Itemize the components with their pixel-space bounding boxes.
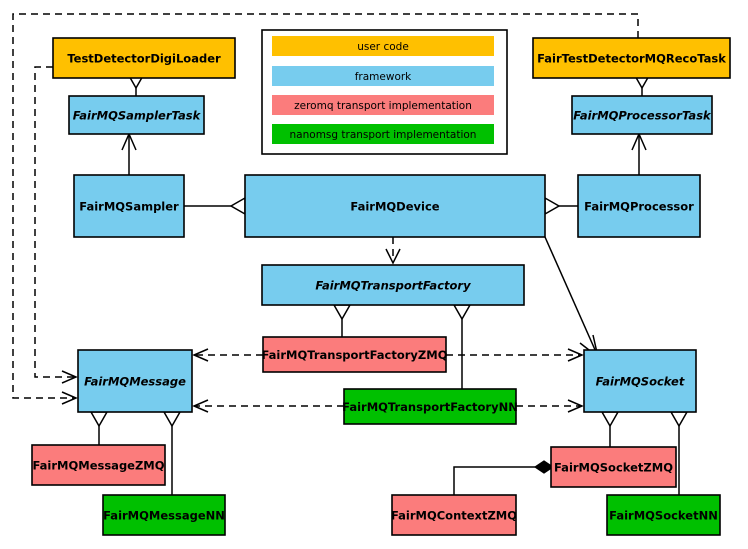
class-box-fill [262,336,447,373]
class-box-FairMQDevice[interactable]: FairMQDevice [244,174,546,238]
edge-socketzmq-generalization [600,411,620,447]
class-box-label: FairMQSampler [79,200,179,214]
class-box-label: FairMQSamplerTask [73,109,202,123]
class-box-FairMQSocketNN[interactable]: FairMQSocketNN [606,494,721,536]
class-box-label: FairMQMessageNN [103,509,225,523]
class-box-fill [52,37,236,79]
legend-label-nanomsg: nanomsg transport implementation [290,129,477,141]
class-box-fill [68,95,205,135]
legend-label-user-code: user code [357,41,409,53]
edge-sampler-generalization [184,196,246,216]
class-box-fill [532,37,731,79]
edge-tfnn-generalization [452,304,472,389]
edge-sampler-to-samplertask [121,132,137,175]
edge-device-to-socket [544,236,600,359]
class-box-label: FairMQMessageZMQ [32,459,164,473]
class-box-label: FairMQContextZMQ [391,509,517,523]
node-layer: TestDetectorDigiLoader FairTestDetectorMQ… [31,37,731,536]
edge-tfnn-to-socket [516,399,584,413]
class-box-label: FairMQTransportFactory [315,279,471,293]
class-box-fill [73,174,185,238]
class-box-label: FairMQDevice [350,200,439,214]
class-box-FairMQSocketZMQ[interactable]: FairMQSocketZMQ [550,446,677,488]
edge-recotask-to-message [12,13,639,405]
legend: user code framework zeromq transport imp… [261,29,508,155]
class-box-fill [391,494,517,536]
edge-processor-generalization [544,196,578,216]
edge-contextzmq-composition [453,460,555,495]
class-box-FairTestDetectorMQRecoTask[interactable]: FairTestDetectorMQRecoTask [532,37,731,79]
legend-swatch-zeromq [272,95,494,115]
class-box-FairMQContextZMQ[interactable]: FairMQContextZMQ [391,494,517,536]
edge-messagezmq-generalization [89,411,109,445]
legend-label-zeromq: zeromq transport implementation [294,100,472,112]
class-box-fill [244,174,546,238]
class-box-FairMQTransportFactory[interactable]: FairMQTransportFactory [261,264,525,306]
class-box-fill [261,264,525,306]
class-box-label: FairMQMessage [84,375,186,389]
edge-device-to-transportfactory [385,237,401,265]
class-box-FairMQProcessor[interactable]: FairMQProcessor [577,174,701,238]
edge-tfnn-to-message [192,399,344,413]
edge-tfzmq-to-message [192,348,263,362]
class-box-FairMQSocket[interactable]: FairMQSocket [583,349,697,413]
class-box-label: FairMQProcessor [584,200,694,214]
class-box-fill [102,494,226,536]
edge-tfzmq-generalization [332,304,352,337]
class-box-fill [583,349,697,413]
class-box-label: FairMQTransportFactoryNN [342,400,518,414]
class-box-fill [571,95,713,135]
class-box-label: FairTestDetectorMQRecoTask [537,52,726,66]
class-box-label: FairMQTransportFactoryZMQ [261,348,447,362]
legend-swatch-nanomsg [272,124,494,144]
edge-digiloader-to-message [34,66,78,384]
class-box-label: FairMQSocketZMQ [554,461,673,475]
class-box-label: FairMQProcessorTask [573,109,712,123]
class-box-fill [31,444,166,486]
class-box-label: FairMQSocketNN [609,509,718,523]
class-box-fill [343,388,517,425]
class-box-FairMQSampler[interactable]: FairMQSampler [73,174,185,238]
legend-label-framework: framework [355,71,412,83]
class-box-FairMQMessageNN[interactable]: FairMQMessageNN [102,494,226,536]
class-box-FairMQTransportFactoryNN[interactable]: FairMQTransportFactoryNN [342,388,518,425]
legend-swatch-framework [272,66,494,86]
class-box-TestDetectorDigiLoader[interactable]: TestDetectorDigiLoader [52,37,236,79]
edge-messagenn-generalization [162,411,182,495]
class-box-FairMQProcessorTask[interactable]: FairMQProcessorTask [571,95,713,135]
class-box-FairMQMessageZMQ[interactable]: FairMQMessageZMQ [31,444,166,486]
class-box-label: FairMQSocket [596,375,685,389]
class-box-FairMQSamplerTask[interactable]: FairMQSamplerTask [68,95,205,135]
class-box-label: TestDetectorDigiLoader [67,52,221,66]
class-box-FairMQMessage[interactable]: FairMQMessage [77,349,193,413]
class-box-fill [77,349,193,413]
class-box-fill [577,174,701,238]
edge-tfzmq-to-socket [446,348,584,362]
class-box-fill [606,494,721,536]
legend-swatch-user-code [272,36,494,56]
class-box-fill [550,446,677,488]
edge-processor-to-processortask [631,132,647,175]
class-box-FairMQTransportFactoryZMQ[interactable]: FairMQTransportFactoryZMQ [261,336,448,373]
